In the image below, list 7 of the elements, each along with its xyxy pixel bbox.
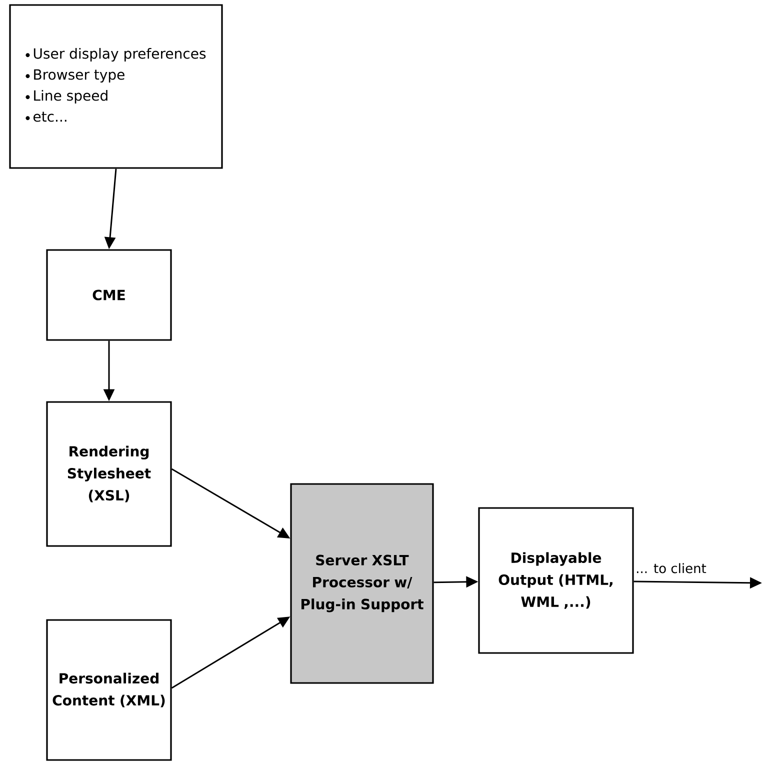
input-box: Personalized Content (XML) <box>46 619 172 761</box>
processor-box: Server XSLT Processor w/ Plug-in Support <box>290 483 434 684</box>
input-box: Rendering Stylesheet (XSL) <box>46 401 172 547</box>
output-box: Displayable Output (HTML, WML ,...) <box>478 507 634 654</box>
process-box: CME <box>46 249 172 341</box>
edge-label: ... to client <box>637 563 706 574</box>
list-box: User display preferences Browser type Line speed etc... <box>9 4 223 169</box>
